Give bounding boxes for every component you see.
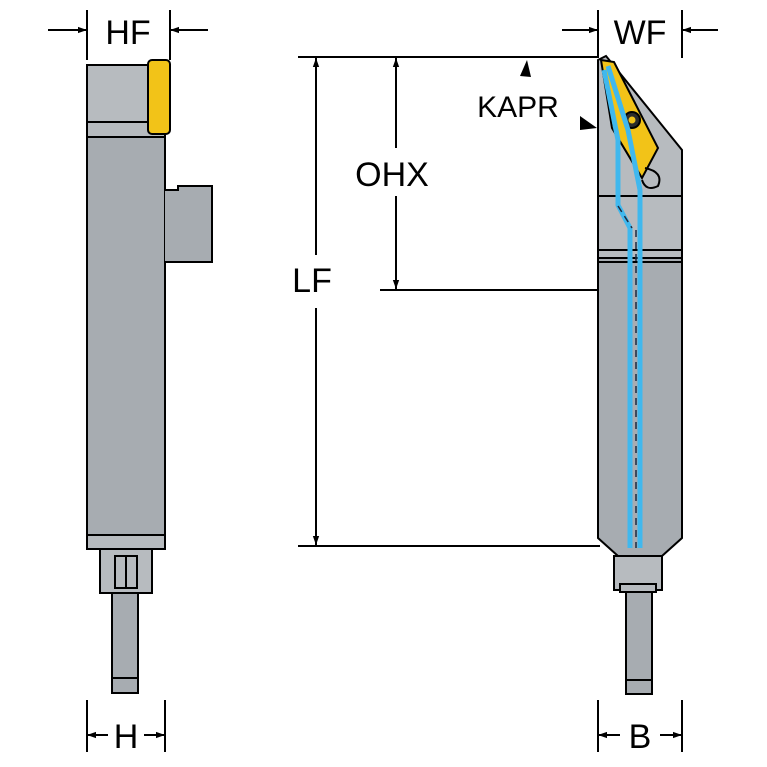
side-view-shank <box>86 134 166 536</box>
kapr-label: KAPR <box>477 91 559 124</box>
coolant-channel <box>601 69 633 548</box>
wf-dimension: WF <box>562 10 718 58</box>
lf-dimension: LF <box>292 58 332 545</box>
lf-label: LF <box>292 262 332 300</box>
h-label: H <box>114 718 139 756</box>
front-view-pin <box>625 591 653 695</box>
extension-lines <box>298 56 600 547</box>
h-dimension: H <box>86 700 166 756</box>
side-view-pin <box>111 592 139 694</box>
side-view-lug <box>164 135 213 263</box>
side-view <box>86 59 213 694</box>
hf-dimension: HF <box>48 10 208 60</box>
ohx-dimension: OHX <box>355 58 429 289</box>
front-view <box>597 54 683 695</box>
wf-label: WF <box>614 14 667 52</box>
side-view-collar <box>86 534 166 550</box>
ohx-label: OHX <box>355 156 429 194</box>
kapr-indicator: KAPR <box>477 60 597 130</box>
b-dimension: B <box>597 700 683 756</box>
hf-label: HF <box>105 14 150 52</box>
b-label: B <box>629 718 652 756</box>
side-view-insert <box>147 59 171 135</box>
